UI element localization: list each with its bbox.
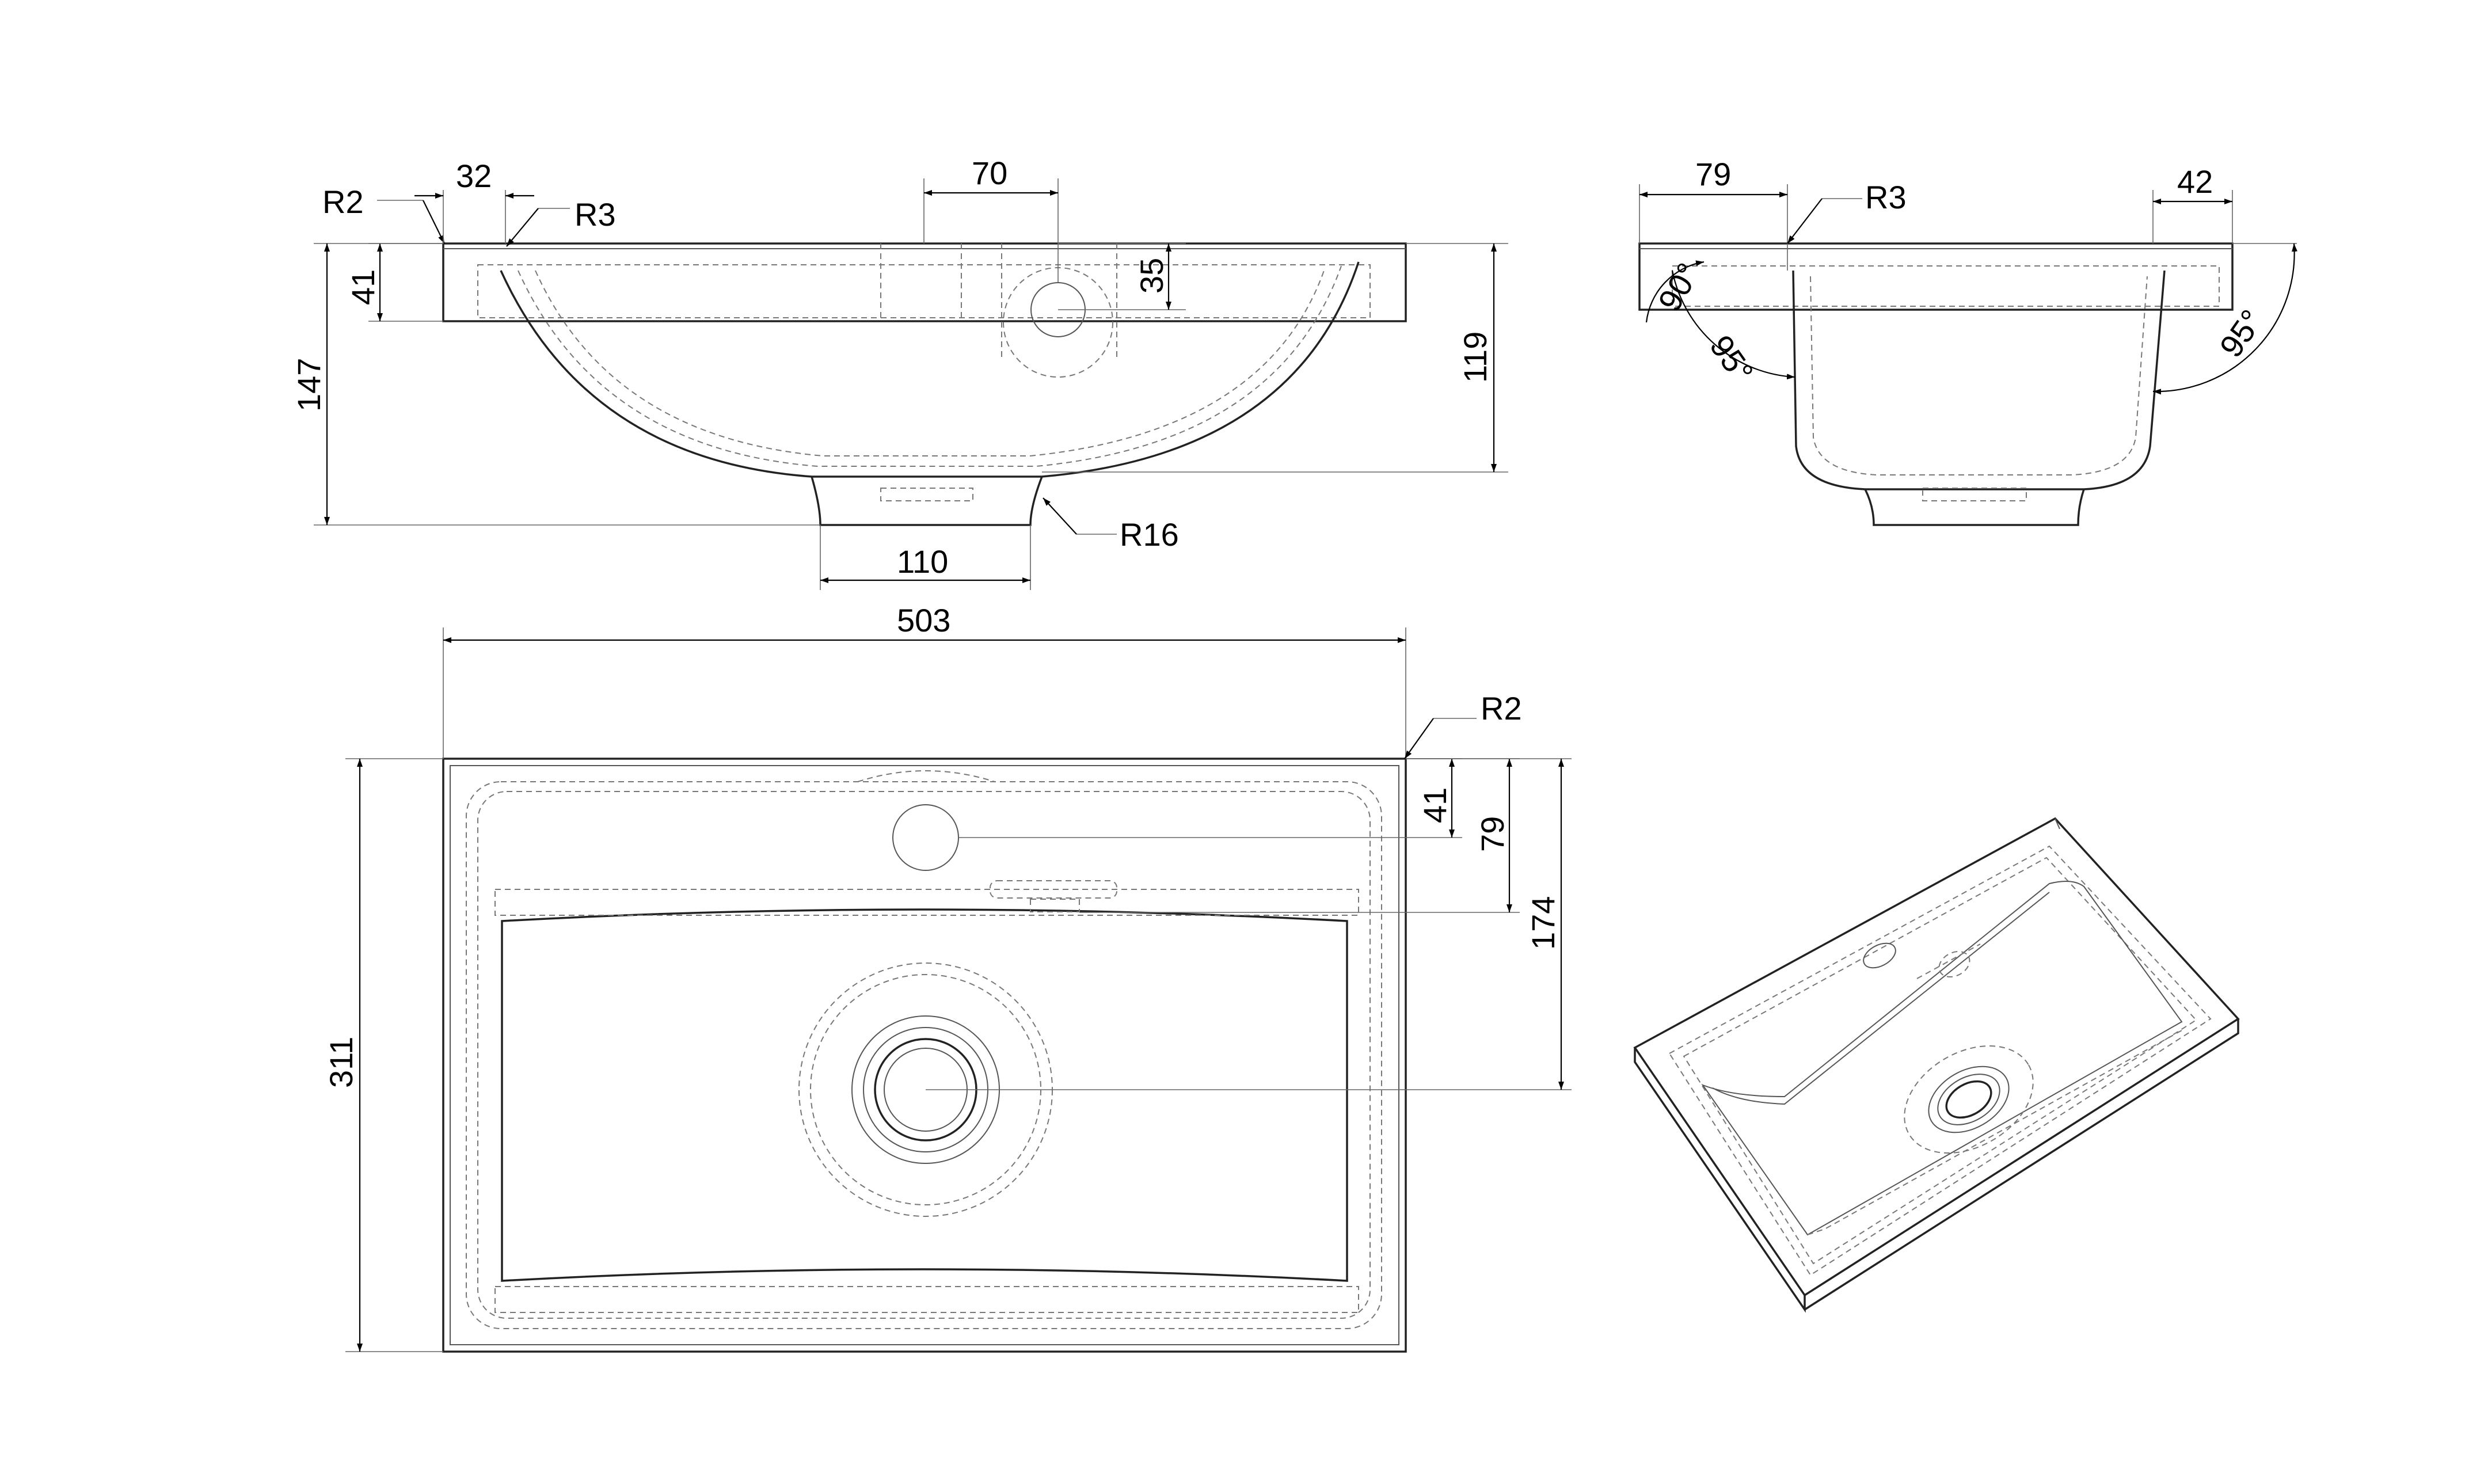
front-drain-nub — [811, 476, 1043, 526]
plan-tap-hole — [892, 804, 959, 871]
d79-plan-label: 79 — [1474, 816, 1511, 852]
iso-drain — [1928, 1066, 2010, 1133]
a95-right-label: 95° — [2212, 303, 2270, 364]
d110-label: 110 — [897, 543, 948, 580]
d147-label: 147 — [291, 358, 327, 412]
side-basin — [1792, 270, 2166, 490]
front-view — [442, 242, 1407, 526]
iso-top-face — [1633, 817, 2240, 1297]
d174-label: 174 — [1525, 896, 1561, 950]
side-drain-nub — [1864, 489, 2085, 526]
front-slab — [442, 242, 1407, 322]
isometric-view — [1633, 817, 2240, 1313]
d311-label: 311 — [323, 1037, 359, 1088]
d70-label: 70 — [972, 155, 1007, 191]
plan-basin — [501, 908, 1348, 1282]
plan-outline — [442, 758, 1407, 1353]
r3-side-label: R3 — [1865, 179, 1907, 215]
r2-top-label: R2 — [322, 184, 364, 220]
d32-label: 32 — [456, 158, 492, 194]
r3-front-label: R3 — [575, 196, 616, 233]
iso-tap-hole — [1863, 942, 1896, 969]
d119-label: 119 — [1457, 332, 1493, 383]
r2-plan-label: R2 — [1481, 690, 1522, 726]
side-dimensions: 79 R3 42 90° 95° 95° — [1639, 156, 2297, 395]
d42-label: 42 — [2177, 163, 2213, 200]
side-slab — [1638, 242, 2234, 311]
front-bowl — [500, 261, 1360, 478]
a95-left-label: 95° — [1703, 329, 1760, 390]
r16-label: R16 — [1120, 516, 1179, 553]
d79-side-label: 79 — [1695, 156, 1731, 192]
front-dimensions: R2 32 R3 70 41 35 147 119 — [291, 155, 1508, 590]
d41-plan-label: 41 — [1417, 787, 1453, 823]
a90-label: 90° — [1651, 257, 1707, 317]
iso-basin — [1701, 881, 2183, 1236]
d503-label: 503 — [897, 602, 950, 638]
plan-dimensions: 503 R2 41 79 174 311 — [323, 602, 1572, 1352]
plan-view — [442, 758, 1407, 1353]
side-view — [1638, 242, 2234, 526]
d35-label: 35 — [1133, 258, 1170, 294]
d41-front-label: 41 — [345, 269, 381, 305]
